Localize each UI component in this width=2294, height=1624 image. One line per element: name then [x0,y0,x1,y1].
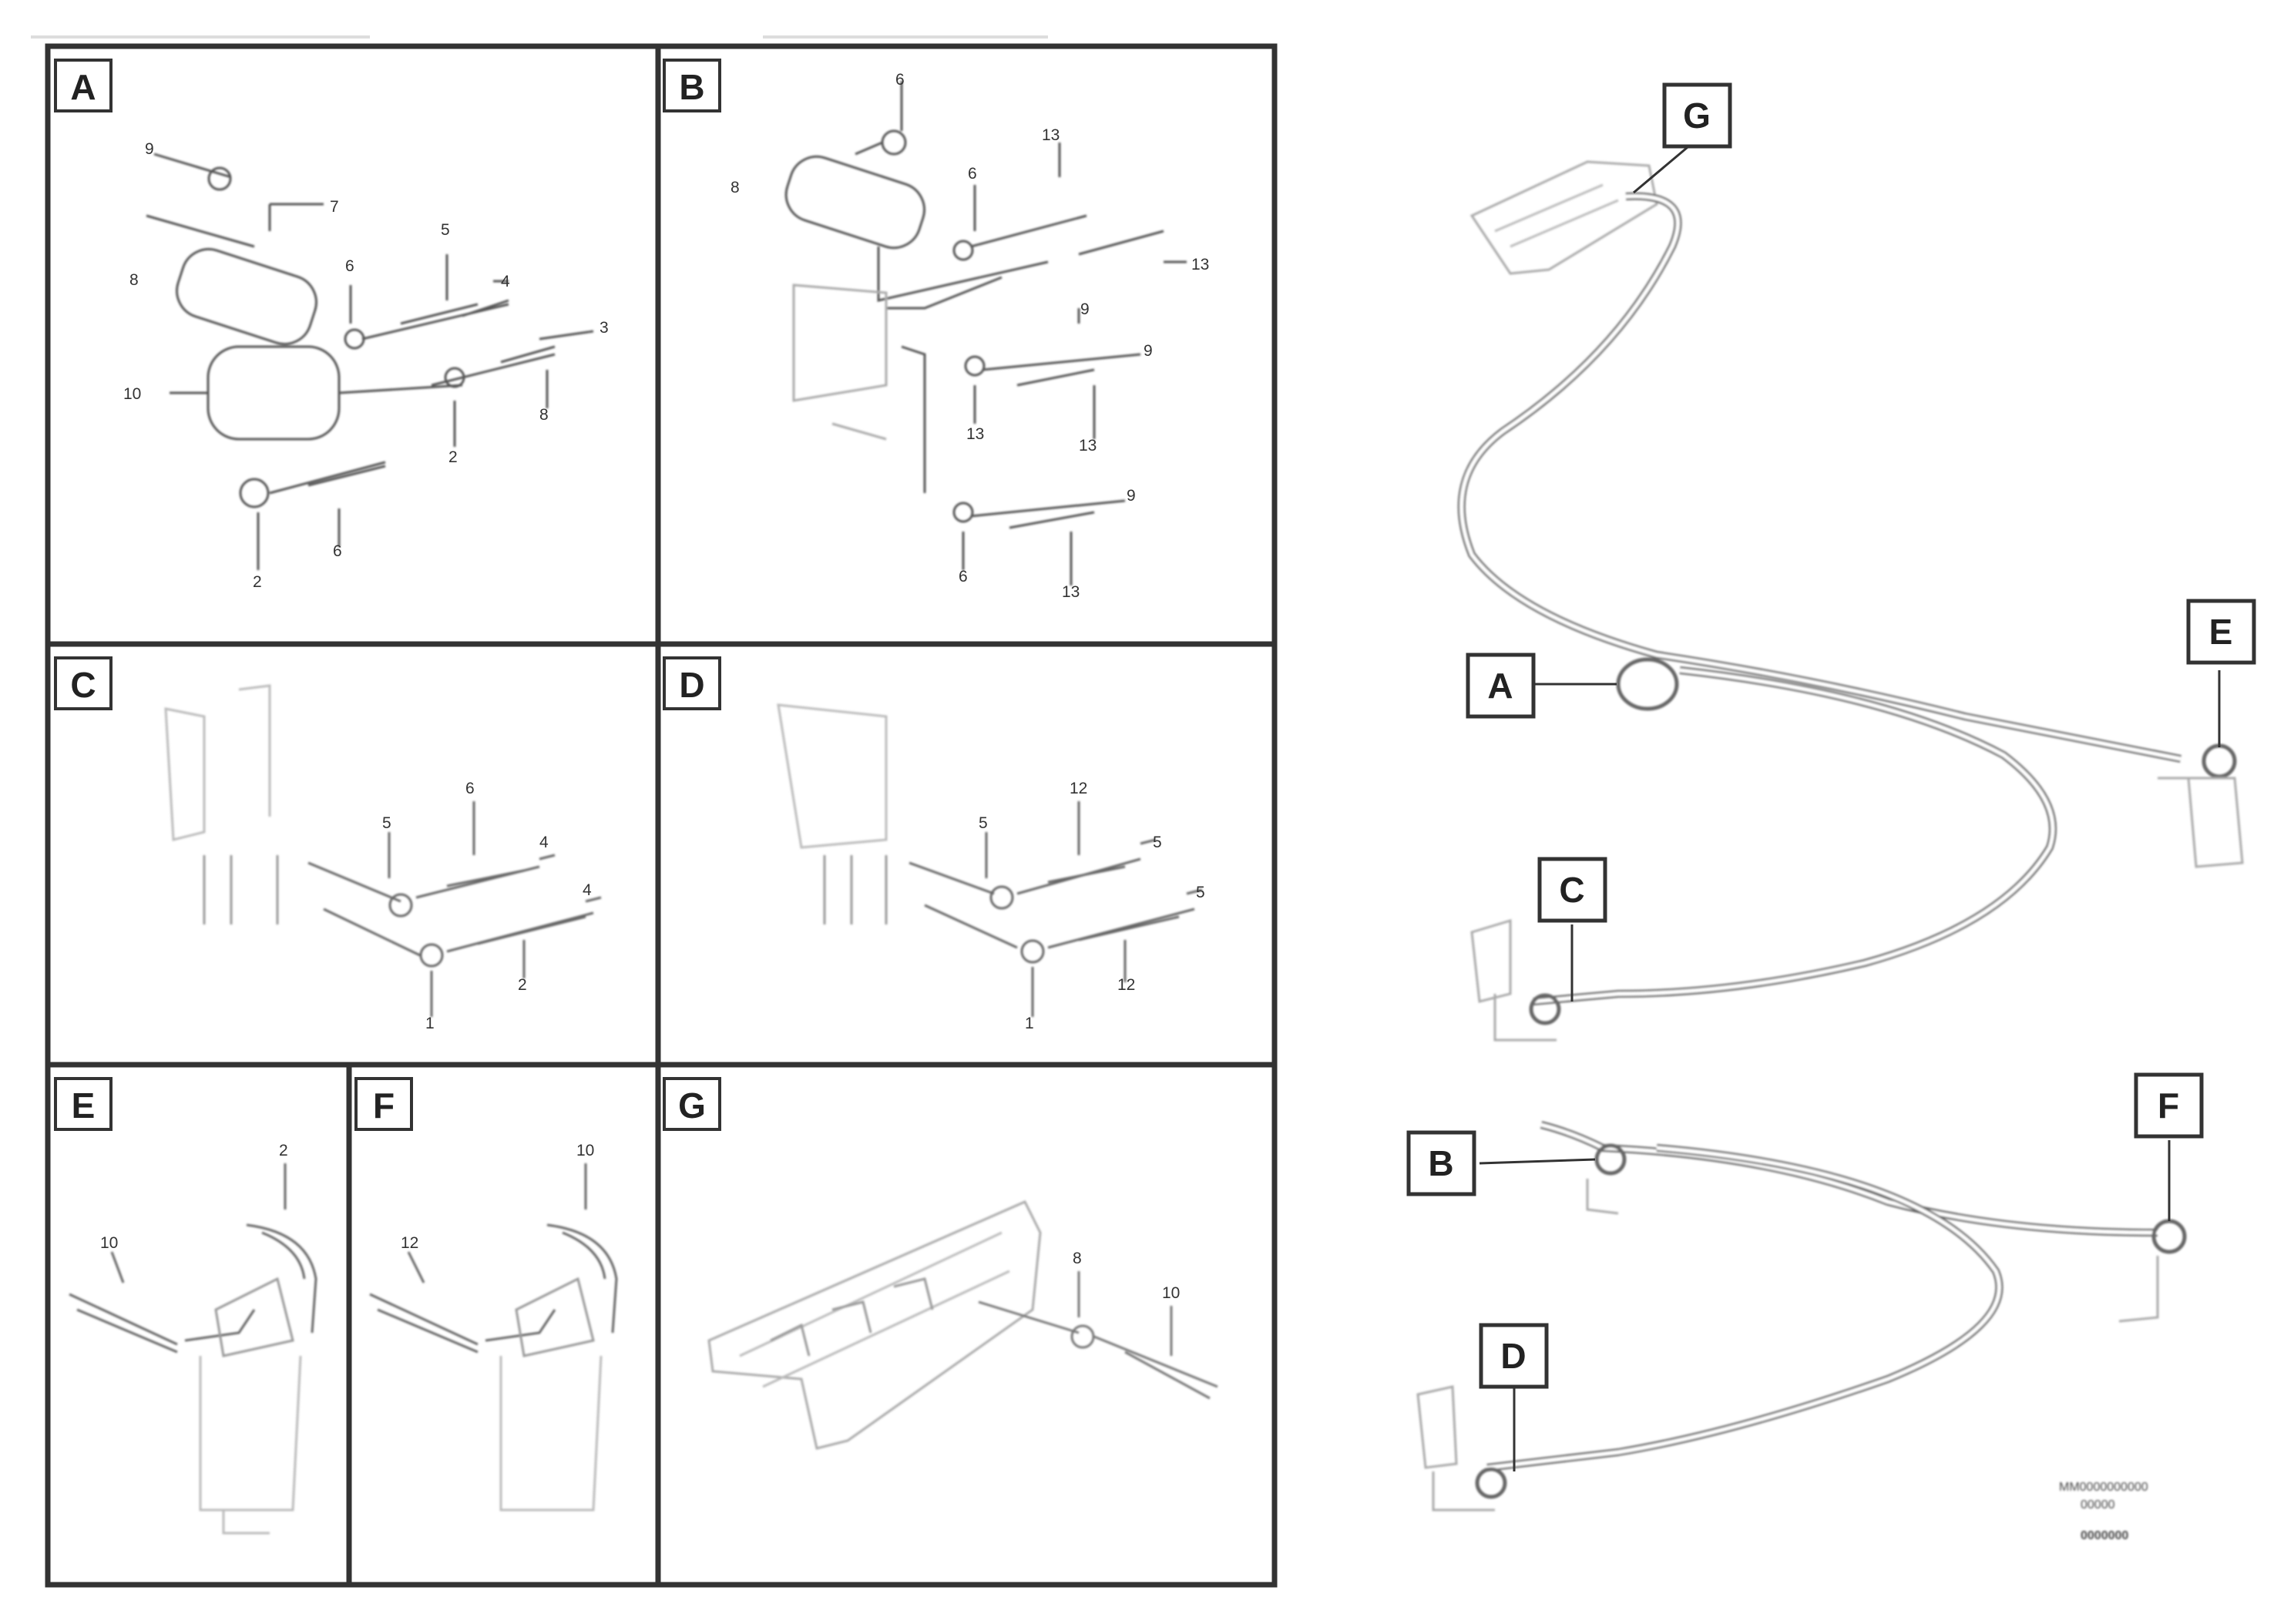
callout: 6 [959,568,968,586]
callout: 3 [600,319,609,337]
panel-grid [45,43,1278,1588]
callout: 1 [425,1015,435,1032]
callout: 7 [330,198,339,216]
overview-label-g: G [1683,96,1711,136]
panel-d: D 12 5 5 5 1 12 [663,656,1205,1032]
callout: 12 [401,1234,418,1252]
callout: 9 [145,140,154,158]
panel-b-label: B [679,67,704,107]
overview-label-a: A [1487,666,1513,706]
callout: 9 [1127,487,1136,505]
callout: 9 [1080,300,1090,318]
callout: 5 [441,221,450,239]
overview-label-e: E [2209,612,2233,652]
footer-reference: MM0000000000 00000 0000000 [2059,1481,2148,1542]
callout: 12 [1117,976,1135,994]
callout: 4 [501,273,510,290]
callout: 13 [1191,256,1209,273]
panel-d-label: D [679,665,704,705]
callout: 9 [1144,342,1153,360]
callout: 5 [1153,834,1162,851]
overview-label-f: F [2158,1085,2179,1126]
callout: 8 [539,406,549,424]
callout: 10 [576,1142,594,1159]
callout: 12 [1070,780,1087,797]
callout: 8 [129,271,139,289]
panel-f: F 12 10 [354,1077,618,1512]
callout: 4 [583,881,592,899]
overview-label-d: D [1500,1336,1526,1376]
callout: 2 [253,573,262,591]
footer-line-2: 00000 [2081,1498,2115,1512]
panel-g-label: G [678,1085,706,1126]
callout: 8 [731,179,740,196]
callout: 13 [1079,437,1097,455]
panel-c-label: C [70,665,96,705]
panel-c: C 5 6 4 4 1 2 [54,656,602,1032]
callout: 5 [979,814,988,832]
panel-e-label: E [72,1085,96,1126]
footer-code: 0000000 [2081,1529,2128,1542]
panel-e: E 10 2 [54,1077,317,1535]
overview-label-b: B [1428,1143,1453,1183]
callout: 10 [123,385,141,403]
panel-b: B 8 13 6 6 13 9 9 13 [663,59,1209,601]
callout: 10 [1162,1284,1180,1302]
callout: 5 [382,814,391,832]
harness-overview [1416,160,2244,1512]
panel-a-label: A [70,67,96,107]
callout: 13 [1042,126,1060,144]
overview-labels: G A E C B F D [1406,82,2256,1389]
callout: 6 [465,780,475,797]
callout: 6 [333,542,342,560]
callout: 2 [448,448,458,466]
callout: 8 [1073,1250,1082,1267]
callout: 13 [966,425,984,443]
callout: 5 [1196,884,1205,901]
callout: 6 [895,71,905,89]
callout: 6 [968,165,977,183]
overview-leaders [1479,134,2221,1471]
callout: 6 [345,257,354,275]
callout: 2 [279,1142,288,1159]
callout: 4 [539,834,549,851]
footer-line-1: MM0000000000 [2059,1481,2148,1494]
panel-g: G 8 10 [663,1077,1218,1450]
panel-f-label: F [373,1085,395,1126]
callout: 2 [518,976,527,994]
callout: 1 [1025,1015,1034,1032]
panel-a: A 9 7 6 5 8 4 3 10 [54,59,609,591]
callout: 13 [1062,583,1080,601]
callout: 10 [100,1234,118,1252]
overview-label-c: C [1559,870,1584,910]
